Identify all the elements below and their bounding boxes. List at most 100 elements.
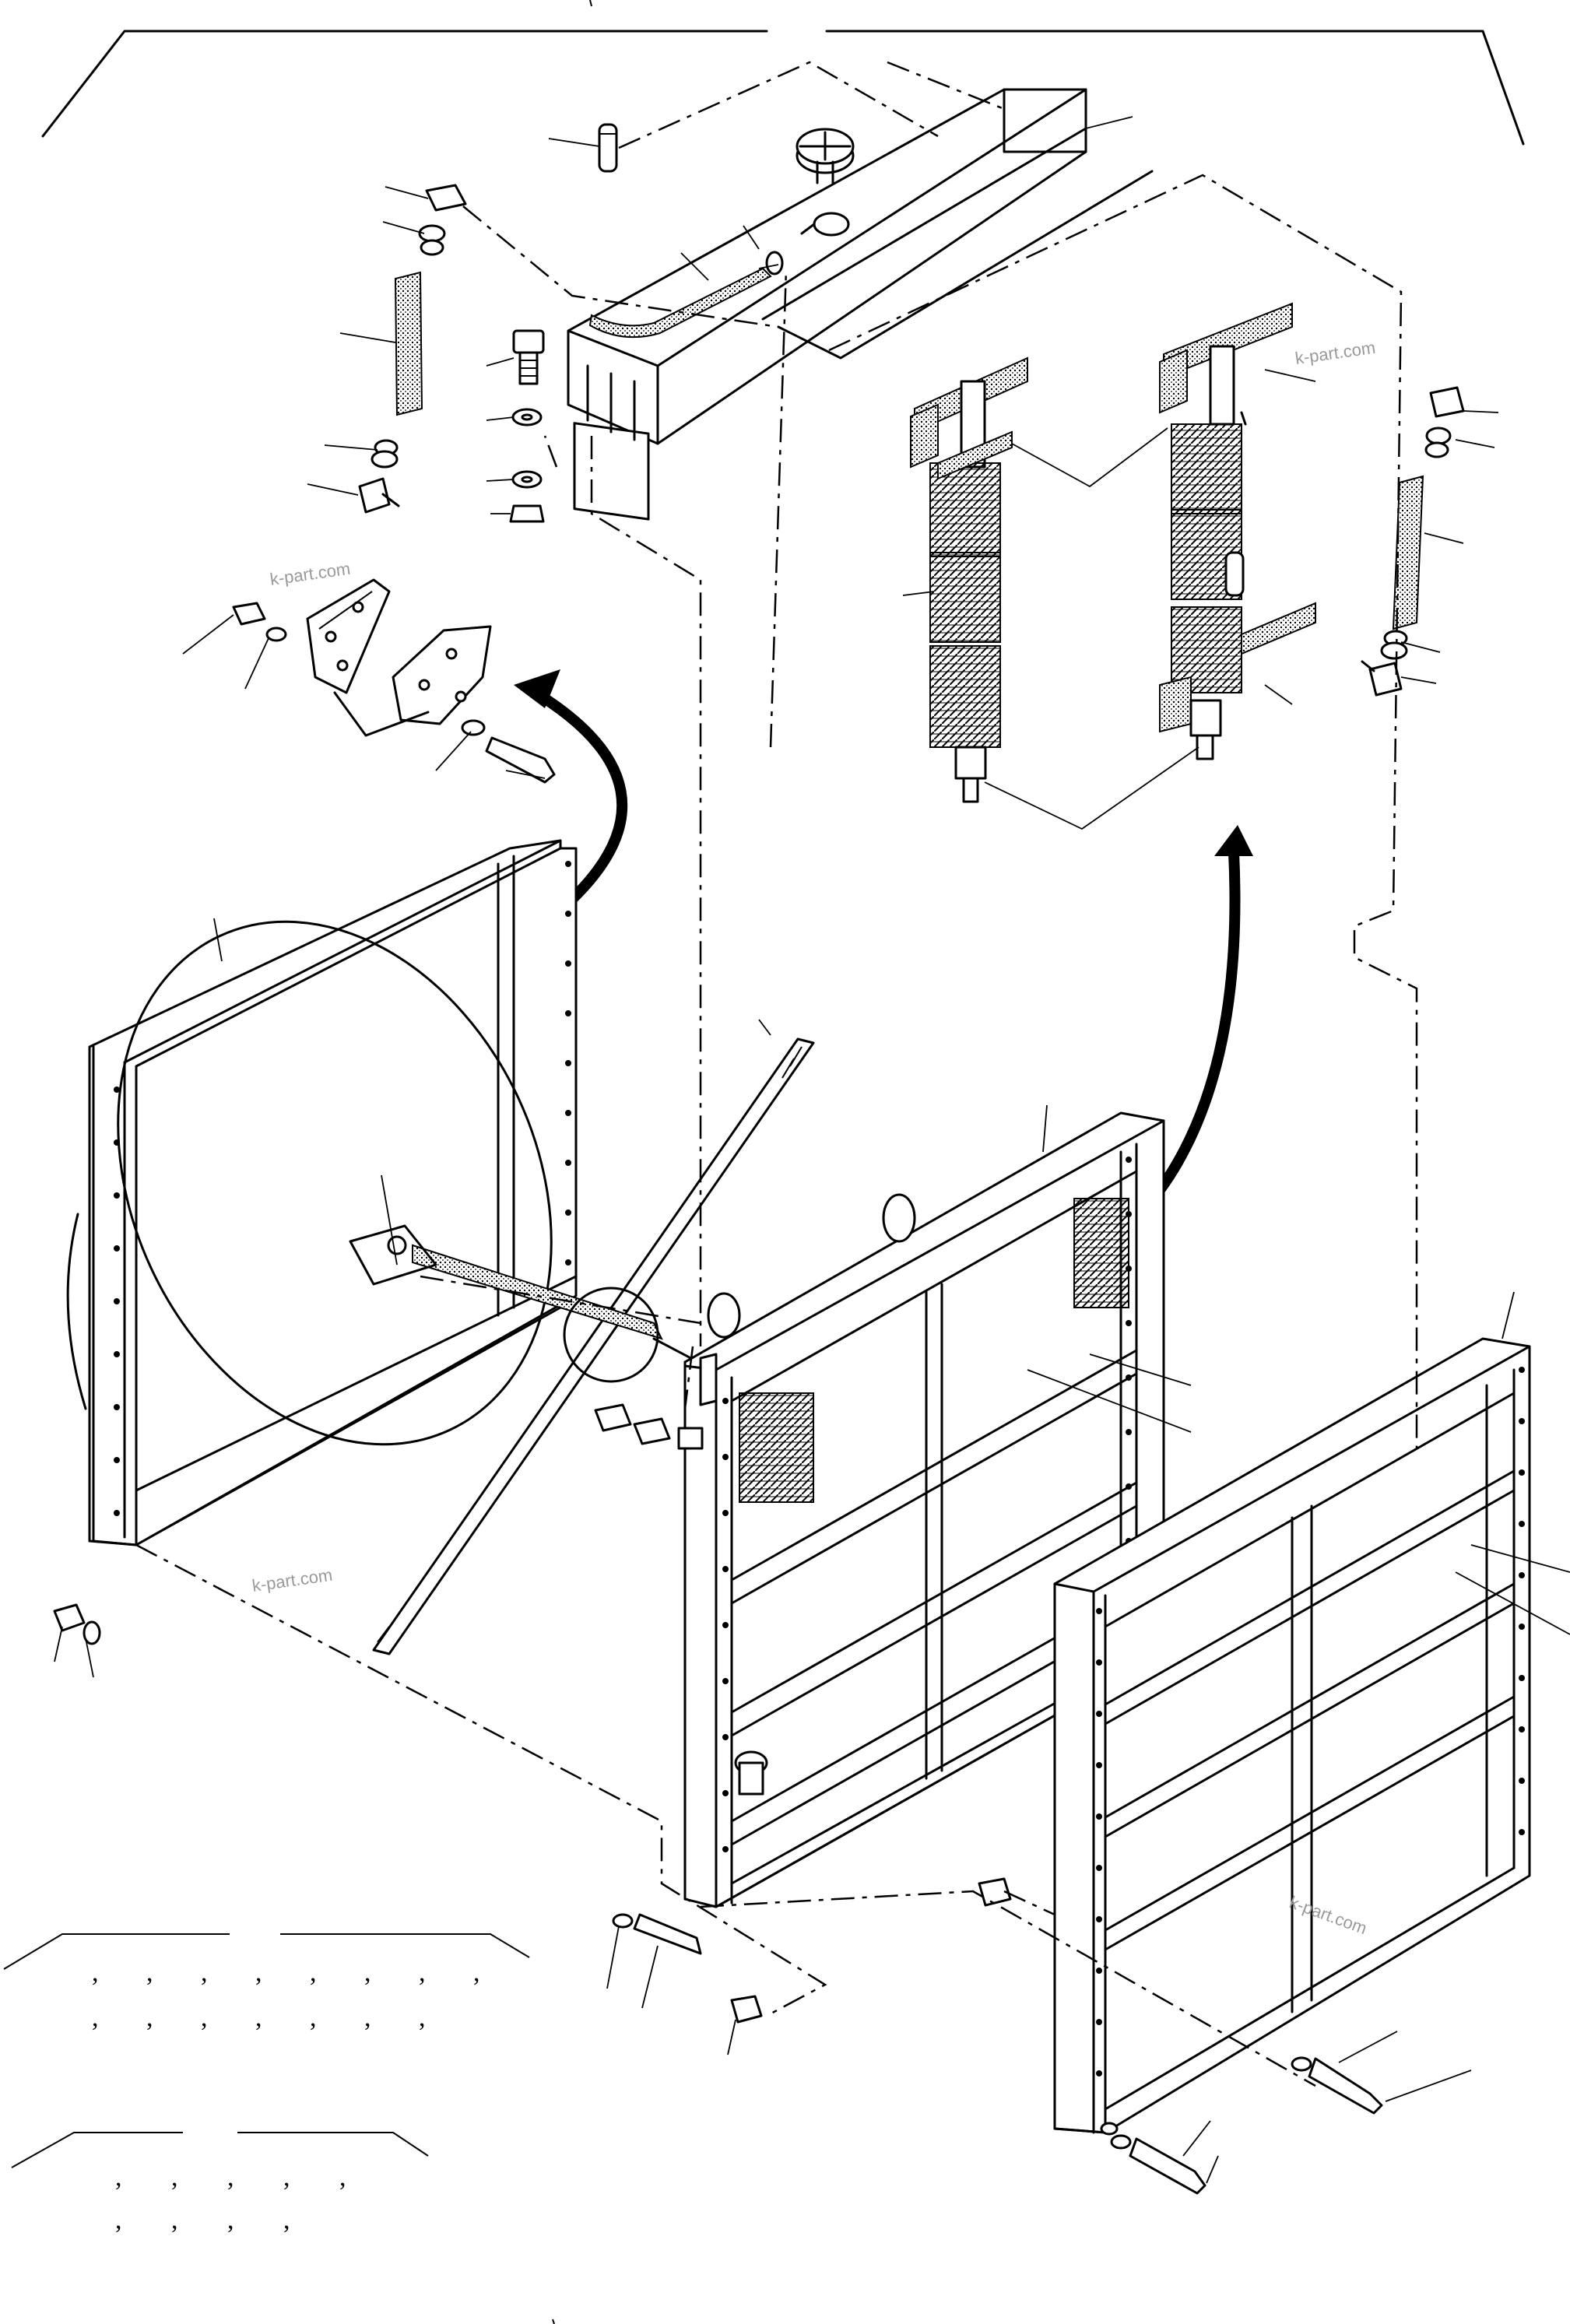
bolt-hole: [1519, 1829, 1525, 1835]
table-cell-separator: ,: [92, 2003, 99, 2032]
table-cell-separator: ,: [364, 1958, 371, 1987]
blanking-plates: [306, 578, 492, 737]
left-hose-assembly: [358, 184, 467, 514]
bolt-hole: [1126, 1483, 1132, 1490]
mounting-bolt-stack: [509, 329, 545, 523]
bolt-hole: [722, 1622, 729, 1628]
parts-table-lower: ,,,,, ,,,,: [11, 2132, 429, 2234]
bolt-hole: [1096, 2070, 1102, 2077]
overflow-pipe: [588, 267, 772, 339]
parts-table-upper: ,,,,,,,, ,,,,,,,: [3, 1933, 530, 2032]
leader-lines: [54, 116, 1570, 2184]
table-row: ,,,,,: [115, 2163, 346, 2192]
bolt-hole: [114, 1192, 120, 1199]
table-cell-separator: ,: [473, 1958, 480, 1987]
bolt-hole: [565, 1060, 571, 1066]
table-cell-separator: ,: [283, 2163, 290, 2192]
guard-bolt-holes: [1096, 1367, 1525, 2077]
bolt-hole: [114, 1298, 120, 1304]
watermark-text: k-part.com: [251, 1565, 333, 1596]
bolt-hole: [1126, 1320, 1132, 1326]
plate-fasteners: [232, 602, 556, 784]
bolt-hole: [722, 1790, 729, 1796]
bolt-hole: [1096, 1865, 1102, 1871]
curved-arrow-left: [514, 669, 628, 907]
assembly-lines: [135, 61, 1418, 2087]
table-cell-separator: ,: [419, 1958, 426, 1987]
bolt-hole: [1096, 2019, 1102, 2025]
radiator-cap: [796, 128, 855, 184]
table-cell-separator: ,: [419, 2003, 426, 2032]
bolt-hole: [1096, 1762, 1102, 1768]
upper-tank: [567, 88, 1154, 521]
table-cell-separator: ,: [171, 2163, 178, 2192]
table-cell-separator: ,: [92, 1958, 99, 1987]
cap-seat-clamp: [765, 212, 850, 276]
bolt-hole: [565, 911, 571, 917]
bolt-hole: [722, 1454, 729, 1460]
bolt-hole: [722, 1510, 729, 1516]
bolt-hole: [722, 1678, 729, 1684]
bolt-hole: [565, 960, 571, 967]
table-cell-separator: ,: [227, 2163, 234, 2192]
bolt-hole: [114, 1139, 120, 1146]
bolt-hole: [1126, 1157, 1132, 1163]
bolt-hole: [565, 1010, 571, 1016]
table-cell-separator: ,: [310, 1958, 317, 1987]
bolt-hole: [565, 861, 571, 867]
core-section-right: [1159, 302, 1316, 760]
bolt-hole: [114, 1457, 120, 1463]
watermark-text: k-part.com: [269, 559, 351, 589]
table-row: ,,,,: [115, 2206, 290, 2234]
bolt-hole: [722, 1566, 729, 1572]
bolt-hole: [114, 1087, 120, 1093]
page-ticks: [552, 0, 592, 2324]
bolt-hole: [1519, 1624, 1525, 1630]
table-row: ,,,,,,,: [92, 2003, 426, 2032]
bolt-hole: [1126, 1374, 1132, 1381]
support-rod: [372, 1037, 815, 1655]
bolt-hole: [1126, 1266, 1132, 1272]
table-cell-separator: ,: [310, 2003, 317, 2032]
table-cell-separator: ,: [171, 2206, 178, 2234]
bolt-hole: [722, 1734, 729, 1740]
table-cell-separator: ,: [146, 2003, 153, 2032]
guard-fasteners: [978, 1877, 1383, 2195]
table-cell-separator: ,: [227, 2206, 234, 2234]
table-cell-separator: ,: [115, 2206, 122, 2234]
table-cell-separator: ,: [364, 2003, 371, 2032]
bolt-hole: [565, 1259, 571, 1266]
bolt-hole: [1519, 1521, 1525, 1527]
table-cell-separator: ,: [255, 1958, 262, 1987]
shroud-nut: [53, 1603, 101, 1645]
bolt-hole: [1096, 1608, 1102, 1614]
bolt-hole: [114, 1510, 120, 1516]
table-cell-separator: ,: [146, 1958, 153, 1987]
bolt-hole: [114, 1351, 120, 1357]
bolt-hole: [1096, 1813, 1102, 1820]
bolt-hole: [114, 1245, 120, 1252]
table-cell-separator: ,: [283, 2206, 290, 2234]
bolt-hole: [1519, 1778, 1525, 1784]
bolt-hole: [1126, 1211, 1132, 1217]
watermark-text: k-part.com: [1294, 338, 1376, 368]
bolt-hole: [1096, 1711, 1102, 1717]
table-cell-separator: ,: [255, 2003, 262, 2032]
table-cell-separator: ,: [115, 2163, 122, 2192]
bolt-hole: [114, 1404, 120, 1410]
bolt-hole: [1519, 1367, 1525, 1373]
bolt-hole: [722, 1398, 729, 1404]
core-pipe-stubs: [707, 1193, 916, 1796]
bolt-hole: [565, 1160, 571, 1166]
table-cell-separator: ,: [339, 2163, 346, 2192]
core-section-left: [910, 356, 1028, 803]
core-bottom-fasteners: [612, 1913, 763, 2024]
curved-arrow-right: [1136, 825, 1253, 1218]
bolt-hole: [1519, 1675, 1525, 1681]
bolt-hole: [722, 1846, 729, 1852]
bolt-hole: [1096, 1659, 1102, 1666]
core-nuts: [594, 1403, 704, 1450]
bolt-hole: [1519, 1469, 1525, 1476]
bolt-hole: [1519, 1418, 1525, 1424]
